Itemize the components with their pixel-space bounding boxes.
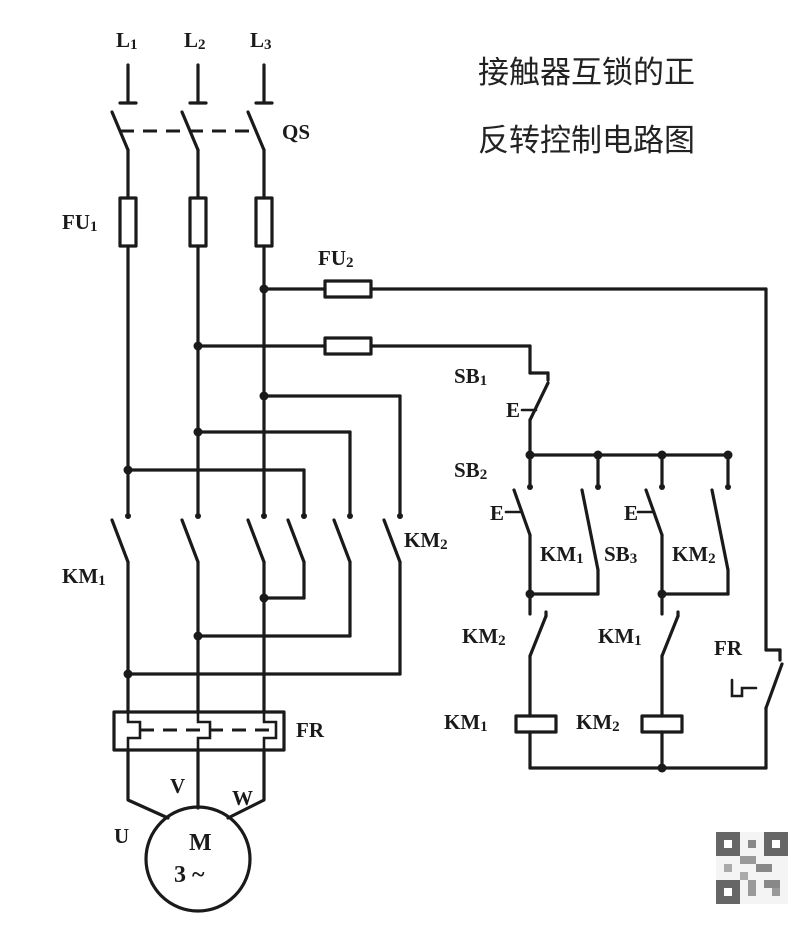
motor (126, 748, 266, 913)
fu1-label: FU1 (62, 210, 98, 235)
l3-label: L3 (250, 28, 272, 53)
e3-label: E (624, 501, 639, 525)
title-line-2: 反转控制电路图 (478, 123, 695, 159)
km2-coil-label: KM2 (576, 710, 620, 735)
supply-terminals (118, 63, 274, 105)
fu2-label: FU2 (318, 246, 354, 271)
qs-label: QS (282, 120, 311, 144)
phase-lines (126, 148, 266, 515)
motor-m-label: M (189, 830, 212, 856)
qr-code-icon (716, 832, 788, 904)
e2-label: E (490, 501, 505, 525)
qs-switch (110, 110, 266, 152)
fr-ctrl-label: FR (714, 636, 742, 660)
control-circuit (504, 287, 784, 773)
km1-aux-label: KM1 (540, 542, 584, 567)
km2-main-label: KM2 (404, 528, 448, 553)
km1-main-label: KM1 (62, 564, 106, 589)
km1-coil-label: KM1 (444, 710, 488, 735)
fr-thermal-relay (112, 710, 286, 752)
title-line-1: 接触器互锁的正 (478, 55, 695, 91)
km1-interlock-label: KM1 (598, 624, 642, 649)
km2-interlock-label: KM2 (462, 624, 506, 649)
km2-aux-label: KM2 (672, 542, 716, 567)
fr-main-label: FR (296, 718, 324, 742)
w-label: W (232, 786, 253, 810)
u-label: U (114, 824, 130, 848)
cross-connections (123, 391, 402, 515)
control-feed (193, 279, 768, 375)
sb1-label: SB1 (454, 364, 488, 389)
motor-feed (123, 560, 402, 714)
l2-label: L2 (184, 28, 206, 53)
l1-label: L1 (116, 28, 138, 53)
sb2-label: SB2 (454, 458, 488, 483)
v-label: V (170, 774, 186, 798)
motor-phase-label: 3 ~ (174, 862, 205, 888)
sb3-label: SB3 (604, 542, 638, 567)
fu1-fuses (118, 196, 274, 248)
e1-label: E (506, 398, 521, 422)
main-contacts (110, 513, 403, 564)
